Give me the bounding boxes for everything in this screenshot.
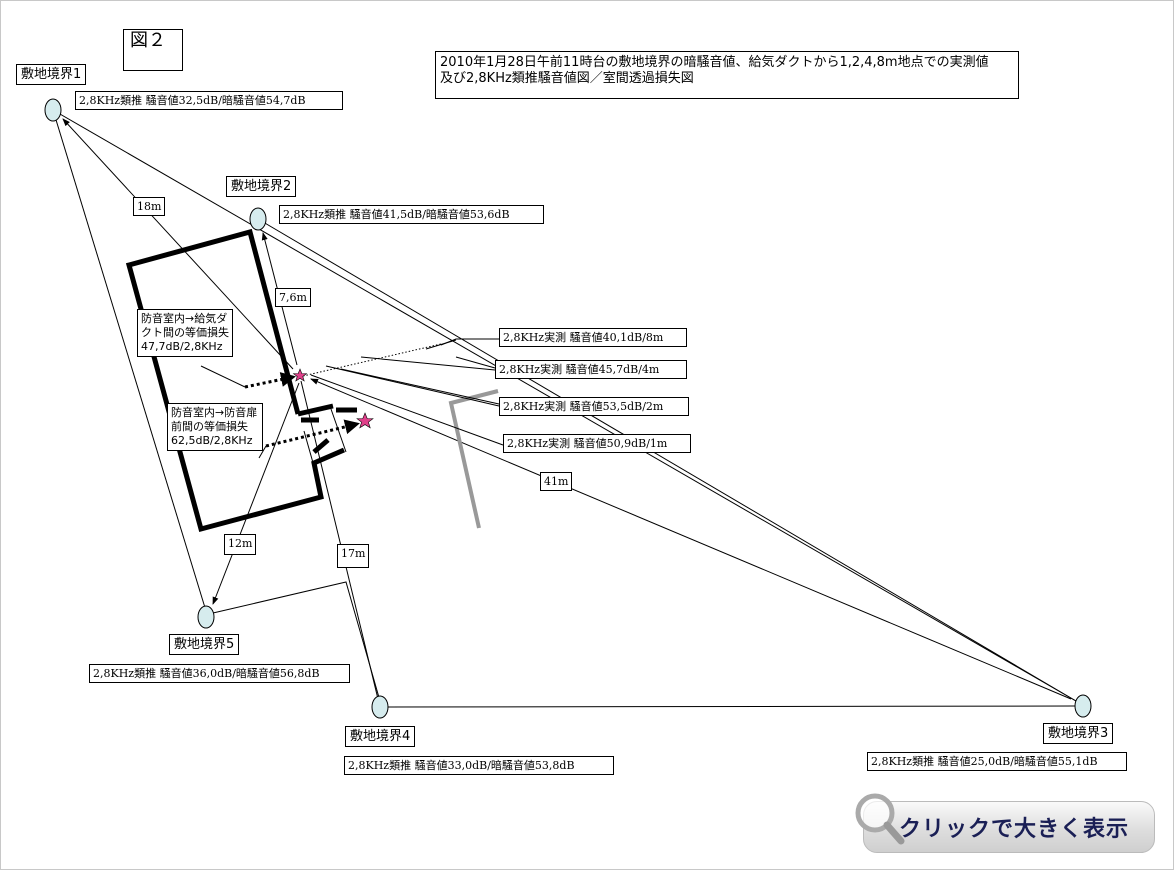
boundary-point-4: [371, 695, 389, 719]
enlarge-button[interactable]: クリックで大きく表示: [853, 791, 1155, 853]
door-source-star-icon: [356, 412, 374, 429]
magnifier-icon: [855, 793, 905, 845]
duct-loss-text: 防音室内→給気ダクト間の等価損失: [141, 312, 229, 339]
boundary-4-value: 2,8KHz類推 騒音値33,0dB/暗騒音値53,8dB: [344, 756, 614, 775]
soundproof-room-walls: [125, 228, 357, 533]
boundary-4-label: 敷地境界4: [345, 726, 416, 747]
measurement-1m: 2,8KHz実測 騒音値50,9dB/1m: [503, 434, 691, 453]
door-loss-callout: 防音室内→防音扉前間の等価損失 62,5dB/2,8KHz: [167, 403, 263, 451]
boundary-5-value: 2,8KHz類推 騒音値36,0dB/暗騒音値56,8dB: [89, 664, 350, 683]
boundary-point-2: [249, 207, 267, 231]
distance-7-6m: 7,6m: [275, 288, 311, 307]
distance-17m: 17m: [337, 544, 370, 568]
door-loss-value: 62,5dB/2,8KHz: [171, 434, 253, 447]
measurement-8m: 2,8KHz実測 騒音値40,1dB/8m: [499, 328, 687, 347]
measurement-leaders: [200, 338, 504, 459]
duct-loss-value: 47,7dB/2,8KHz: [141, 340, 223, 353]
gray-fence: [448, 389, 499, 529]
distance-18m: 18m: [133, 197, 166, 216]
distance-41m: 41m: [540, 472, 573, 491]
duct-loss-callout: 防音室内→給気ダクト間の等価損失 47,7dB/2,8KHz: [137, 309, 233, 357]
boundary-2-value: 2,8KHz類推 騒音値41,5dB/暗騒音値53,6dB: [279, 205, 544, 224]
measurement-4m: 2,8KHz実測 騒音値45,7dB/4m: [495, 360, 687, 379]
boundary-1-value: 2,8KHz類推 騒音値32,5dB/暗騒音値54,7dB: [75, 91, 343, 110]
diagram-title: 2010年1月28日午前11時台の敷地境界の暗騒音値、給気ダクトから1,2,4,…: [435, 51, 1019, 99]
door-loss-arrow: [265, 419, 360, 448]
boundary-points: [44, 98, 1092, 719]
boundary-5-label: 敷地境界5: [169, 634, 240, 655]
duct-loss-arrow: [244, 372, 296, 389]
boundary-3-label: 敷地境界3: [1043, 723, 1114, 744]
boundary-3-value: 2,8KHz類推 騒音値25,0dB/暗騒音値55,1dB: [867, 752, 1127, 771]
boundary-point-1: [44, 98, 62, 122]
boundary-2-label: 敷地境界2: [226, 176, 297, 197]
boundary-point-3: [1074, 694, 1092, 718]
duct-source-star-icon: [292, 368, 308, 382]
enlarge-button-label: クリックで大きく表示: [899, 817, 1130, 842]
boundary-point-5: [197, 605, 215, 629]
duct-dotted-line: [302, 343, 442, 377]
distance-arrows: [62, 118, 1072, 700]
distance-12m: 12m: [224, 534, 257, 555]
measurement-2m: 2,8KHz実測 騒音値53,5dB/2m: [499, 397, 689, 416]
door-loss-text: 防音室内→防音扉前間の等価損失: [171, 406, 258, 433]
boundary-1-label: 敷地境界1: [16, 64, 87, 85]
figure-label: 図２: [123, 29, 183, 71]
